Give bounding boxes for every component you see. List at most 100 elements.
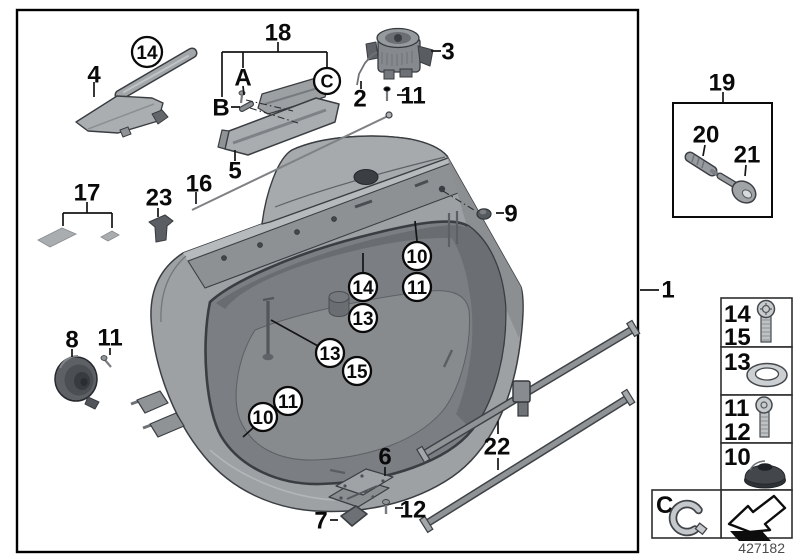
svg-text:C: C [321, 71, 334, 91]
keyhole [394, 34, 402, 42]
callout-1: 1 [661, 277, 674, 304]
callout-11-left: 11 [97, 325, 122, 352]
callout-9: 9 [504, 201, 517, 228]
lock-foot-2 [399, 68, 413, 78]
part-16-rod [191, 115, 389, 211]
circled-callout-c10-low: 10 [247, 401, 279, 433]
part-4-trim-panel [75, 47, 198, 138]
svg-text:10: 10 [406, 247, 427, 268]
assembly-centerlines [245, 99, 299, 124]
inner-strut-top [262, 296, 275, 302]
callout-18: 18 [265, 20, 292, 47]
callout-20: 20 [693, 122, 720, 149]
legend-cell-14-15 [720, 297, 793, 348]
hinge-tab-lower [149, 412, 185, 438]
svg-text:14: 14 [352, 278, 374, 299]
callout-7: 7 [314, 508, 327, 535]
hinge-tab-upper [136, 390, 169, 414]
screw-a-shaft [239, 94, 244, 104]
snap-ring-icon [668, 499, 708, 537]
legend-label-c: C [656, 492, 673, 519]
svg-text:13: 13 [319, 344, 340, 365]
circled-callout-c14-in: 14 [347, 271, 379, 303]
part-22-straps [415, 319, 641, 534]
callout-17: 17 [74, 180, 101, 207]
cavity-top-shadow [216, 225, 466, 309]
part-11-screw-top [383, 86, 391, 101]
direction-arrow-icon [727, 494, 787, 541]
part-11-screw-left [100, 355, 112, 368]
cavity-right-shadow [447, 226, 506, 430]
part-17-adhesive-pads [37, 227, 120, 248]
legend-label-14: 14 [724, 301, 751, 328]
inset-box-19 [672, 102, 773, 218]
part-9-grommet [476, 208, 492, 220]
flange-slots [354, 179, 429, 209]
part-18-fasteners [238, 90, 299, 124]
callout-22: 22 [484, 434, 511, 461]
circled-callout-c11-rim: 11 [401, 271, 433, 303]
lock-foot [383, 69, 395, 80]
torx-screw-icon [756, 299, 776, 343]
floor-slots [329, 349, 454, 475]
svg-text:15: 15 [346, 362, 368, 383]
top-oval-hole [353, 169, 379, 185]
svg-text:11: 11 [278, 392, 299, 413]
svg-text:13: 13 [352, 309, 373, 330]
callout-b: B [212, 95, 229, 122]
svg-text:10: 10 [252, 408, 273, 429]
strap-buckle [512, 380, 531, 403]
circled-callout-c11-low: 11 [272, 385, 304, 417]
callout-5: 5 [228, 158, 241, 185]
svg-text:11: 11 [407, 278, 428, 299]
left-face-crease [160, 255, 187, 323]
circled-callout-c13-in: 13 [347, 302, 379, 334]
handle-end-cap [217, 129, 230, 150]
callout-6: 6 [378, 444, 391, 471]
callout-16: 16 [186, 171, 213, 198]
legend-label-11: 11 [724, 395, 749, 422]
circled-callout-c10-rim: 10 [401, 240, 433, 272]
washer-icon [746, 362, 788, 388]
callout-21: 21 [734, 142, 761, 169]
pan-screw-icon [755, 396, 773, 438]
legend-label-10: 10 [724, 444, 751, 471]
callout-12: 12 [400, 497, 427, 524]
pin-b [240, 102, 253, 111]
diagram-frame [15, 8, 640, 554]
legend-table: 14 15 13 11 12 10 C [651, 297, 793, 541]
part-3-lock-mechanism [365, 27, 434, 80]
housing-tab [84, 396, 100, 410]
callout-8: 8 [65, 327, 78, 354]
callout-a: A [234, 65, 251, 92]
circled-callout-c15-in: 15 [341, 355, 373, 387]
panel-foot [119, 126, 132, 138]
flange-screw-holes [221, 216, 337, 261]
callout-4: 4 [87, 62, 101, 89]
strap-end-caps [415, 319, 641, 534]
callout-19: 19 [709, 70, 736, 97]
callout-11-top: 11 [400, 83, 425, 110]
part-12-screw [382, 499, 390, 514]
callout-23: 23 [146, 185, 173, 212]
leader-lines [62, 42, 747, 521]
inner-boss-top [328, 291, 350, 303]
part-21-key [716, 172, 757, 204]
legend-label-15: 15 [724, 324, 751, 351]
part-7-rubber-pad [340, 505, 368, 527]
callout-3: 3 [441, 39, 454, 66]
legend-label-13: 13 [724, 349, 751, 376]
legend-label-12: 12 [724, 419, 751, 446]
grommet-centerline [442, 190, 475, 211]
part-23-clip [148, 214, 174, 243]
lock-lever [417, 45, 434, 67]
panel-clip [151, 109, 169, 125]
bottom-lip-highlight [209, 449, 336, 501]
rail-highlight [123, 55, 189, 93]
part-8-lock-housing [54, 355, 100, 410]
drawing-number: 427182 [738, 540, 785, 556]
